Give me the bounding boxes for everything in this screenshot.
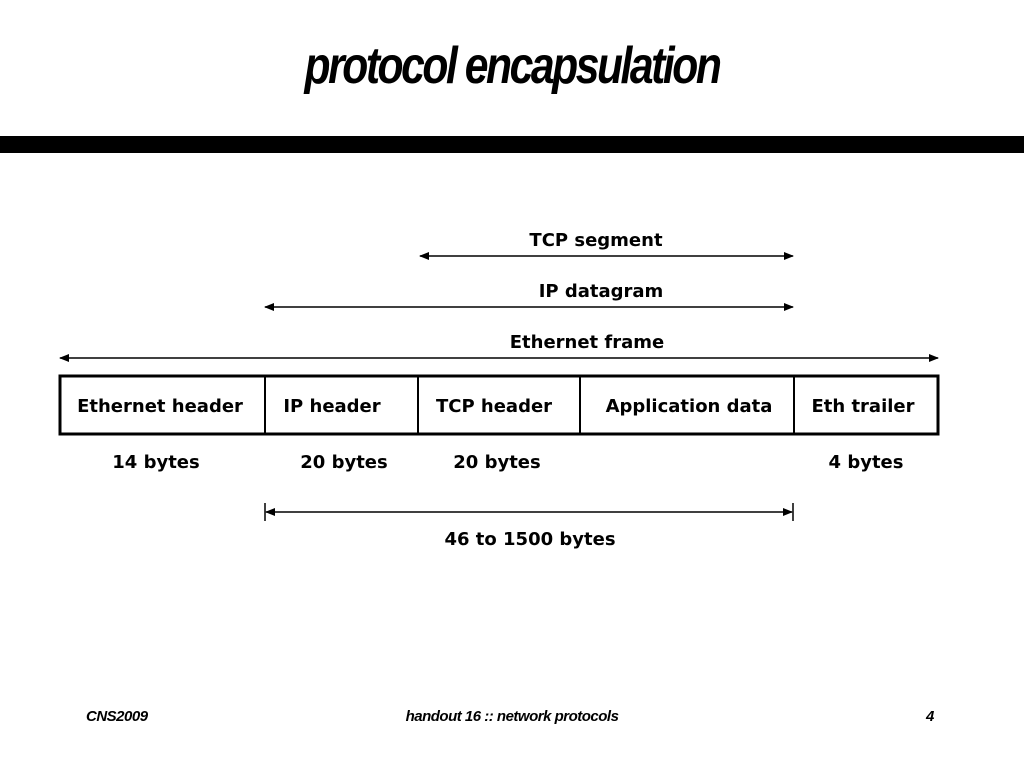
size-ethernet-header: 14 bytes: [112, 452, 199, 473]
frame-box: [58, 374, 940, 436]
footer-page-number: 4: [926, 708, 934, 725]
payload-size-label: 46 to 1500 bytes: [444, 529, 615, 550]
field-ethernet-header: Ethernet header: [77, 396, 243, 417]
slide-title: protocol encapsulation: [304, 37, 722, 95]
field-eth-trailer: Eth trailer: [811, 396, 914, 417]
size-tcp-header: 20 bytes: [453, 452, 540, 473]
field-tcp-header: TCP header: [436, 396, 552, 417]
ethernet-frame-label: Ethernet frame: [510, 332, 665, 353]
tcp-segment-label: TCP segment: [529, 230, 663, 251]
field-application-data: Application data: [606, 396, 773, 417]
title-divider-bar: [0, 136, 1024, 153]
footer-handout: handout 16 :: network protocols: [405, 708, 619, 725]
field-ip-header: IP header: [283, 396, 380, 417]
size-ip-header: 20 bytes: [300, 452, 387, 473]
footer-course: CNS2009: [86, 708, 148, 725]
ip-datagram-label: IP datagram: [539, 281, 664, 302]
size-eth-trailer: 4 bytes: [829, 452, 904, 473]
